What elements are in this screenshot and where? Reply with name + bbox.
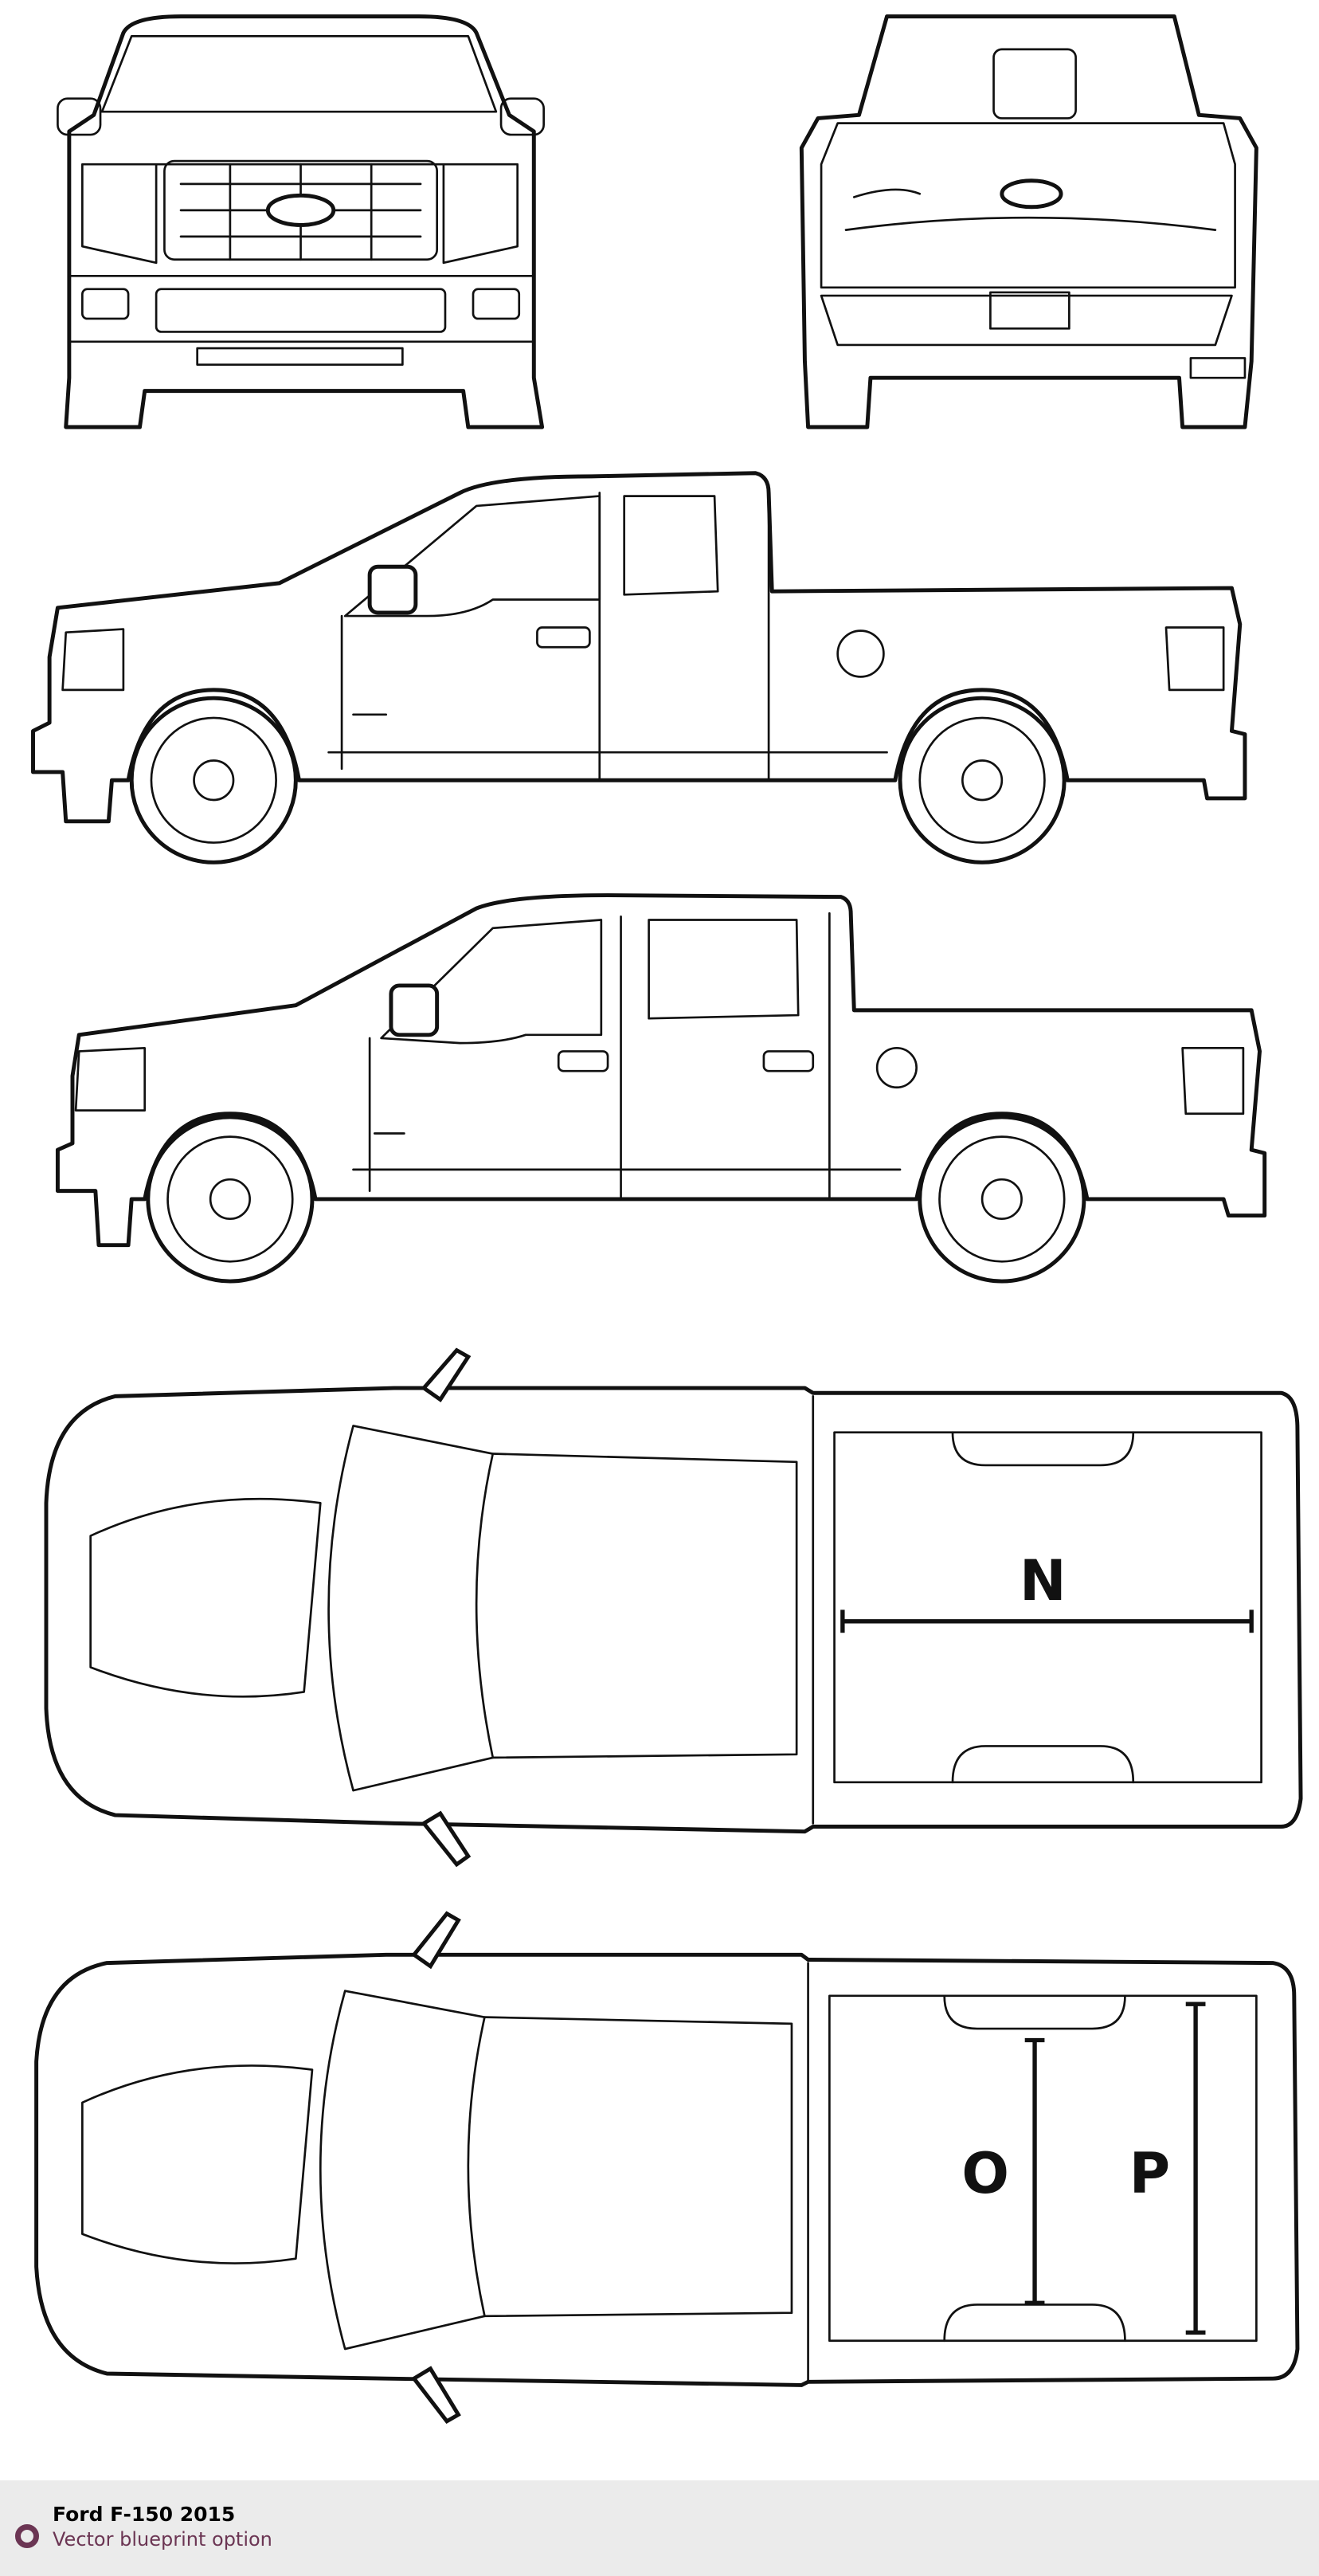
footer-caption-bar: Ford F-150 2015 Vector blueprint option bbox=[0, 2480, 1319, 2576]
ring-bullet-icon bbox=[15, 2524, 39, 2548]
truck-blueprint-drawing: N O P bbox=[31, 14, 1303, 2425]
front-view bbox=[57, 14, 545, 429]
blueprint-subtitle: Vector blueprint option bbox=[53, 2528, 272, 2551]
side-view-supercab bbox=[31, 471, 1247, 865]
dimension-label-p: P bbox=[1129, 2141, 1170, 2206]
dimension-label-n: N bbox=[1020, 1548, 1067, 1613]
top-view-supercrew: O P bbox=[34, 1911, 1300, 2425]
side-view-supercrew bbox=[55, 893, 1267, 1284]
dimension-label-o: O bbox=[961, 2141, 1009, 2206]
rear-view bbox=[799, 14, 1258, 429]
blueprint-title: Ford F-150 2015 bbox=[53, 2503, 236, 2526]
top-view-supercab: N bbox=[44, 1347, 1303, 1868]
